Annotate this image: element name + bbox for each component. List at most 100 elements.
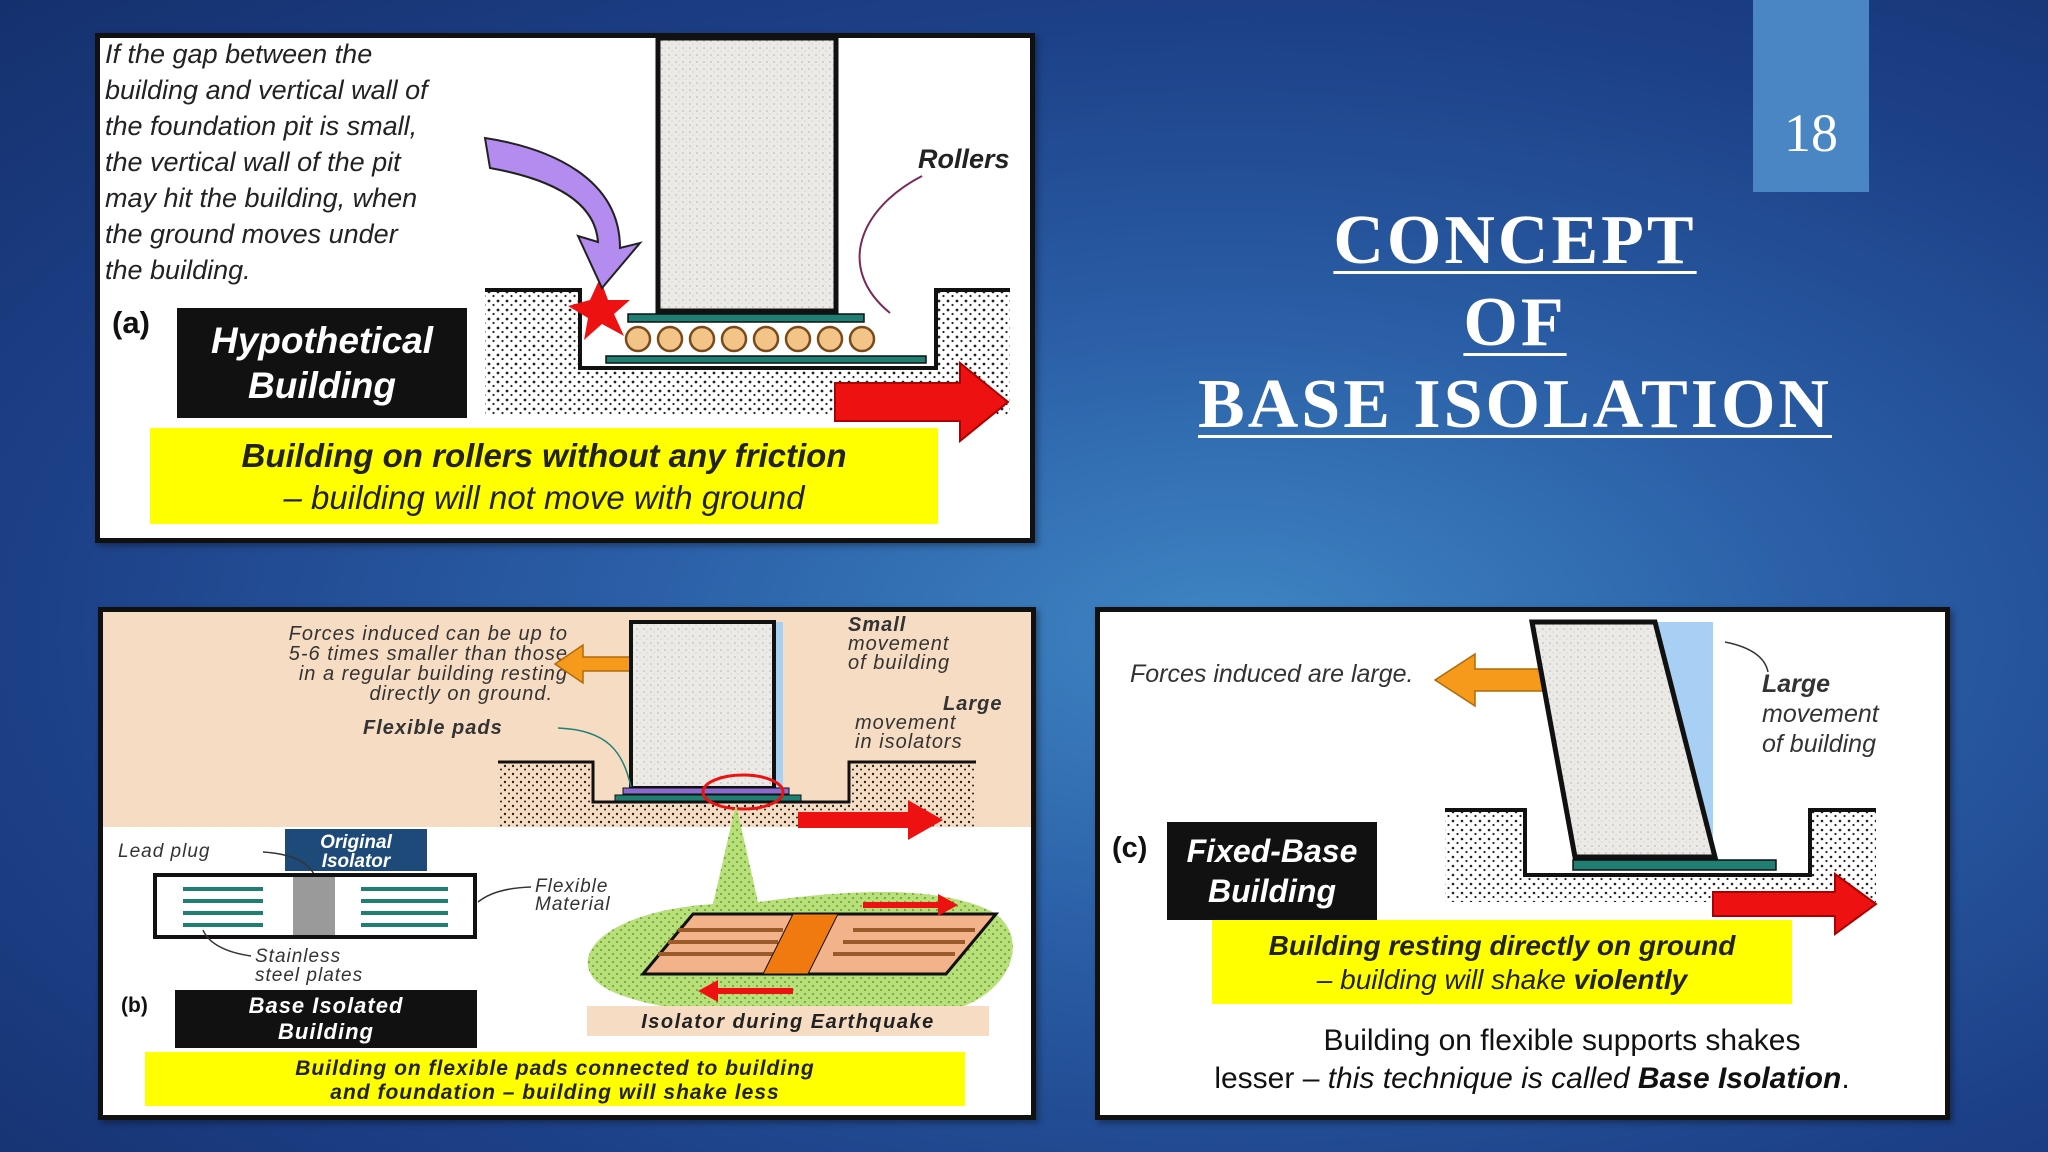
pit-note-line: the vertical wall of the pit (105, 147, 402, 177)
panel-b-diagram: Forces induced can be up to 5-6 times sm… (103, 612, 1031, 1106)
isolator-zoom-bubble (587, 804, 1013, 1017)
pit-outline (485, 288, 1010, 370)
ground-b (498, 762, 976, 827)
rollers (624, 325, 876, 353)
caption-c-line-1: Building resting directly on ground (1269, 930, 1737, 961)
small-move-line: movement (848, 633, 950, 655)
flexible-material-line: Material (535, 894, 611, 915)
ground-plate (605, 355, 927, 364)
isolator-eq-label: Isolator during Earthquake (641, 1011, 934, 1033)
isolator-highlight-circle (701, 773, 785, 811)
pit-note-line: the ground moves under (105, 219, 399, 249)
forces-b-line: directly on ground. (369, 683, 553, 705)
pit-b-outline (498, 760, 976, 804)
box-b-line: Base Isolated (249, 993, 404, 1018)
lead-plug (293, 877, 335, 935)
base-isolated-box (175, 990, 477, 1048)
large-move-line: movement (855, 712, 957, 734)
caption-a-box (150, 428, 938, 524)
pit-note-line: may hit the building, when (105, 183, 417, 213)
flexible-material-leader-line (477, 886, 532, 903)
large-move-c-line: Large (1762, 670, 1830, 698)
caption-c-line-2: – building will shake violently (1316, 964, 1689, 995)
panel-hypothetical-building: If the gap between the building and vert… (95, 33, 1035, 543)
ground-motion-arrow-c-icon (1712, 872, 1878, 936)
caption-a-line: – building will not move with ground (283, 479, 807, 516)
bottom-line-2d: . (1841, 1062, 1849, 1095)
caption-b-box (145, 1052, 965, 1106)
ground-c (1445, 810, 1876, 902)
caption-a-line: Building on rollers without any friction (242, 437, 847, 474)
forces-c-label: Forces induced are large. (1130, 660, 1413, 688)
isolator-eq-label-bg (587, 1006, 989, 1036)
flexible-pads-label: Flexible pads (363, 717, 503, 739)
panel-c-tag: (c) (1112, 832, 1147, 864)
box-b-line: Building (278, 1019, 374, 1044)
large-move-line: in isolators (855, 731, 963, 753)
pit-note-line: the foundation pit is small, (105, 111, 417, 141)
impact-burst-icon (568, 278, 630, 340)
hypothetical-building-box (177, 308, 467, 418)
slide-title: CONCEPT OF BASE ISOLATION (1150, 200, 1880, 446)
fixed-base-box (1167, 822, 1377, 920)
forces-b-line: in a regular building resting (299, 663, 568, 685)
box-c-line: Fixed-Base (1187, 833, 1358, 869)
pit-note: If the gap between the building and vert… (105, 39, 430, 285)
building-b (629, 620, 776, 790)
small-move-line: of building (848, 652, 950, 674)
flexible-material-line: Flexible (535, 876, 608, 897)
isolator-arrow-top-icon (863, 894, 958, 916)
rollers-label: Rollers (918, 144, 1010, 174)
pit-c-outline (1445, 808, 1876, 877)
slide-number: 18 (1753, 0, 1869, 192)
stainless-line: Stainless (255, 946, 341, 967)
bottom-line-2a: lesser – (1214, 1062, 1327, 1095)
large-move-line: Large (943, 693, 1002, 715)
title-line-1: CONCEPT (1333, 202, 1697, 279)
ground-motion-arrow-b-icon (798, 800, 943, 840)
large-move-c-line: of building (1762, 730, 1876, 758)
bottom-line-1: Building on flexible supports shakes (1324, 1024, 1801, 1057)
forces-b-line: 5-6 times smaller than those (289, 643, 568, 665)
lead-plug-deformed (762, 913, 839, 975)
steel-plates (183, 887, 448, 927)
title-line-2: OF (1463, 284, 1567, 361)
original-isolator-label-bg (285, 829, 427, 871)
flexible-pads (622, 787, 790, 795)
panel-a-tag: (a) (112, 305, 150, 340)
bottom-line-2c: Base Isolation (1638, 1062, 1841, 1095)
building-base-plate (627, 313, 865, 323)
bottom-line-2: lesser – this technique is called Base I… (1214, 1062, 1849, 1095)
building (655, 38, 839, 314)
rollers-leader-line (858, 175, 923, 314)
caption-c-violently: violently (1574, 964, 1689, 995)
pit-note-line: If the gap between the (105, 39, 372, 69)
caption-b-line: Building on flexible pads connected to b… (295, 1057, 815, 1080)
panel-fixed-base-building: Forces induced are large. Large movement… (1095, 607, 1950, 1120)
lead-plug-label: Lead plug (118, 841, 210, 862)
original-isolator-line: Original (320, 832, 393, 853)
pit-note-line: the building. (105, 255, 251, 285)
stainless-line: steel plates (255, 965, 363, 986)
box-c-line: Building (1208, 873, 1336, 909)
forces-b-line: Forces induced can be up to (289, 623, 568, 645)
title-line-3: BASE ISOLATION (1198, 366, 1832, 443)
caption-b-line: and foundation – building will shake les… (330, 1081, 779, 1104)
base-plate-c (1572, 859, 1777, 871)
bottom-line-2b: this technique is called (1328, 1062, 1638, 1095)
stainless-leader-line (202, 929, 252, 957)
original-isolator-line: Isolator (322, 851, 392, 872)
box-line: Hypothetical (211, 320, 434, 361)
caption-c-box (1212, 920, 1792, 1004)
building-c (1529, 619, 1719, 860)
panel-a-diagram: If the gap between the building and vert… (105, 38, 1010, 524)
panel-base-isolated-building: Forces induced can be up to 5-6 times sm… (98, 607, 1036, 1120)
box-line: Building (248, 365, 396, 406)
lead-plug-leader-line (262, 851, 316, 877)
isolator-layers (658, 928, 975, 956)
large-move-leader-line (1724, 641, 1769, 673)
purple-arrow-icon (483, 136, 643, 290)
panel-c-diagram: Forces induced are large. Large movement… (1112, 619, 1880, 1095)
isolator-arrow-bottom-icon (698, 980, 793, 1002)
large-move-c-line: movement (1762, 700, 1880, 728)
